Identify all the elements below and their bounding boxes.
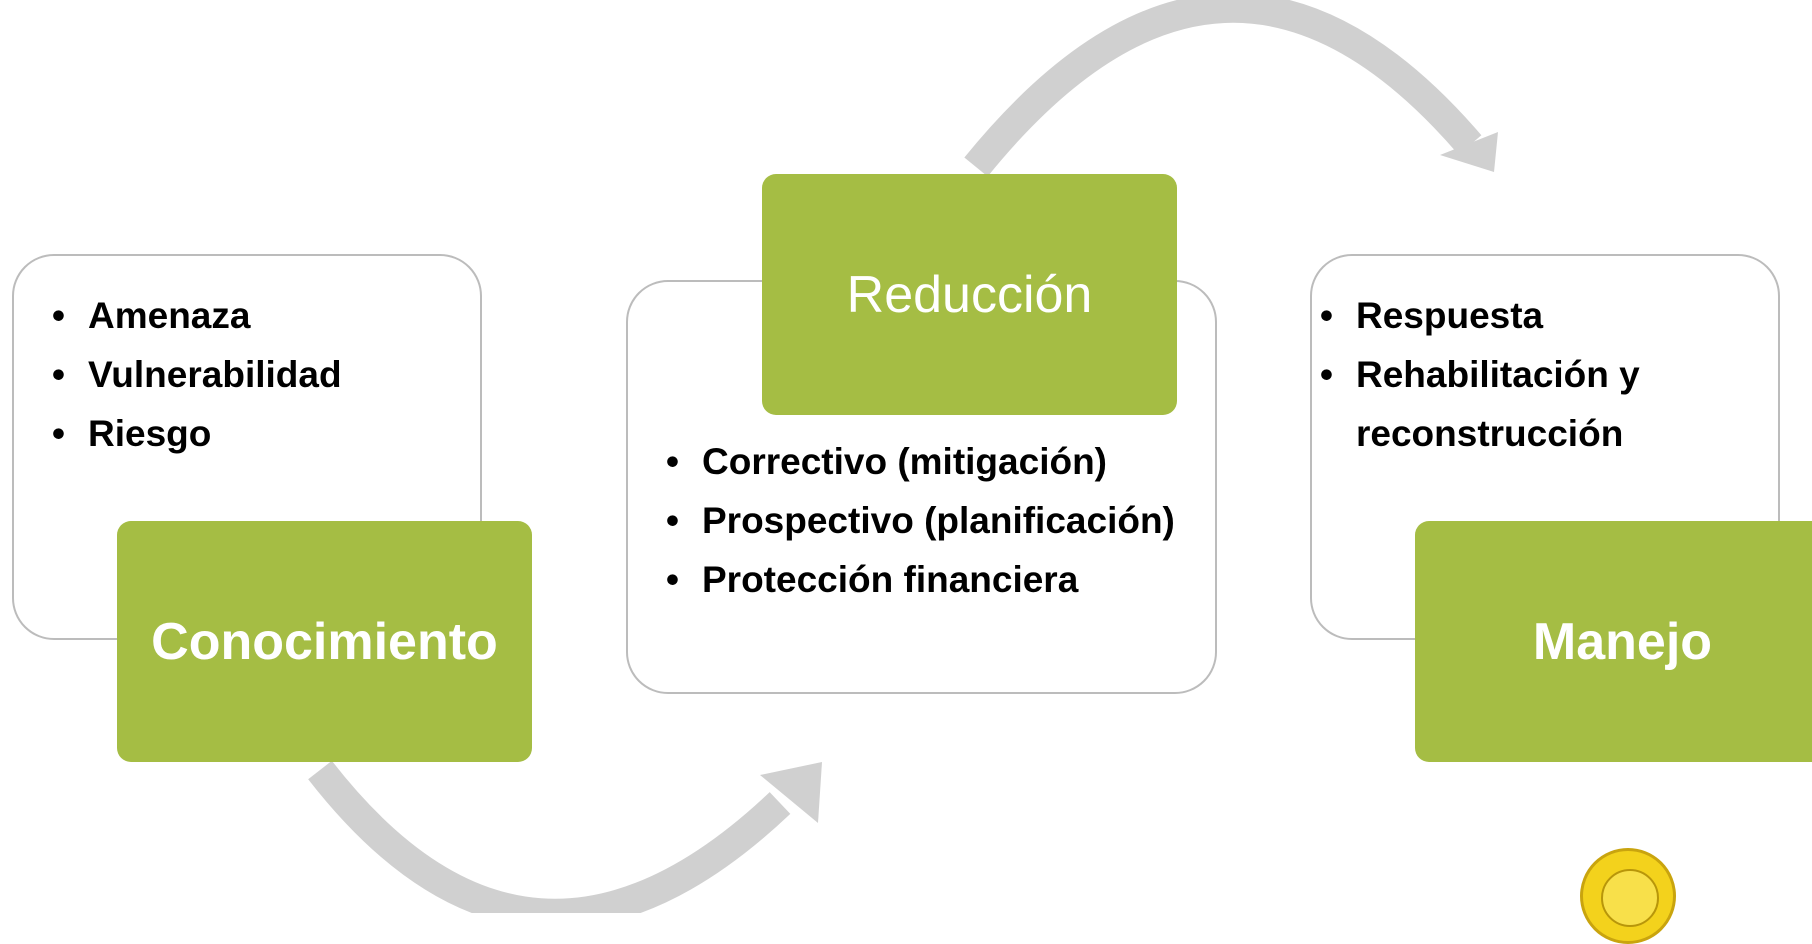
arrow-reduccion-to-manejo	[964, 0, 1482, 177]
seal-logo-center	[1601, 869, 1659, 927]
flow-arrows	[308, 0, 1498, 913]
conocimiento-tile: Conocimiento	[117, 521, 532, 762]
list-item: Respuesta	[1318, 286, 1738, 345]
list-item: Riesgo	[50, 404, 342, 463]
arrow-conocimiento-to-reduccion	[308, 760, 791, 913]
reduccion-title: Reducción	[846, 265, 1093, 324]
list-item: Correctivo (mitigación)	[664, 432, 1189, 491]
conocimiento-title: Conocimiento	[151, 612, 498, 671]
manejo-list: Respuesta Rehabilitación y reconstrucció…	[1318, 286, 1738, 463]
arrow-head-bottom	[760, 762, 822, 823]
seal-logo-icon	[1580, 848, 1676, 944]
list-item: Vulnerabilidad	[50, 345, 342, 404]
conocimiento-panel: Amenaza Vulnerabilidad Riesgo	[12, 254, 482, 640]
list-item: Amenaza	[50, 286, 342, 345]
list-item: Protección financiera	[664, 550, 1189, 609]
conocimiento-list: Amenaza Vulnerabilidad Riesgo	[50, 286, 342, 463]
reduccion-list: Correctivo (mitigación) Prospectivo (pla…	[664, 432, 1189, 609]
reduccion-tile: Reducción	[762, 174, 1177, 415]
manejo-title: Manejo	[1532, 612, 1713, 671]
arrow-head-top	[1440, 132, 1498, 172]
manejo-tile: Manejo	[1415, 521, 1812, 762]
list-item: Rehabilitación y reconstrucción	[1318, 345, 1738, 463]
list-item: Prospectivo (planificación)	[664, 491, 1189, 550]
